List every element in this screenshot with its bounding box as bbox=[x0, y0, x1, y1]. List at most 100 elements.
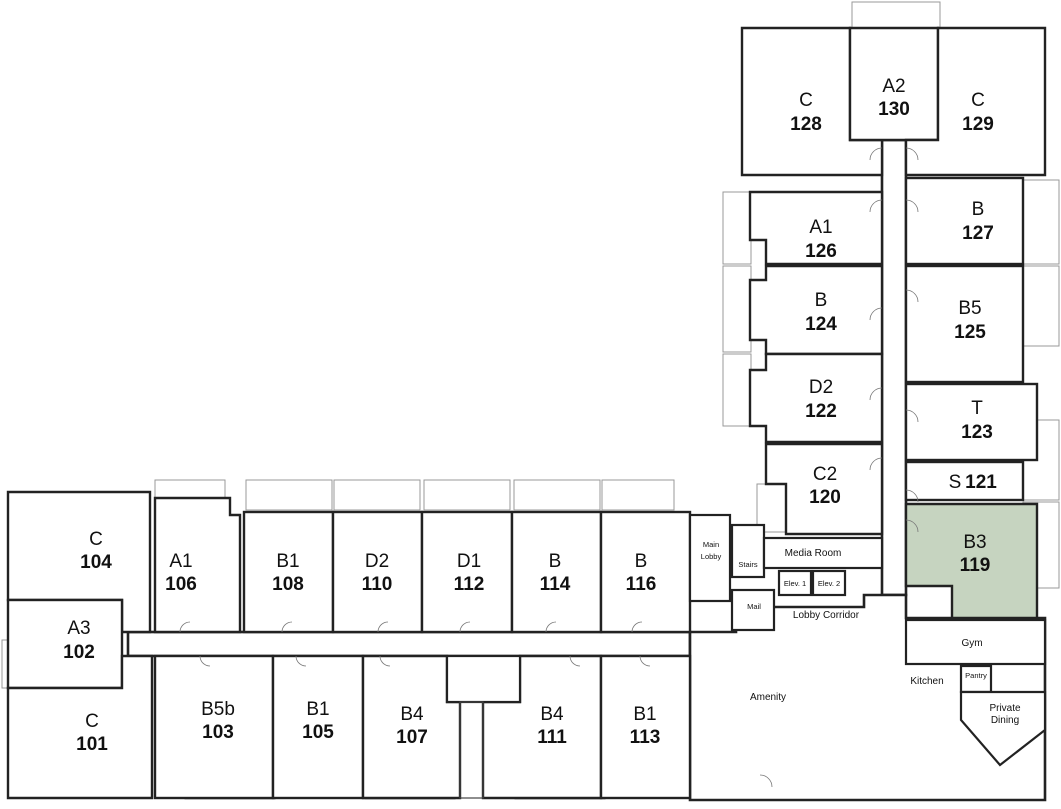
mail-room[interactable] bbox=[730, 588, 776, 632]
unit-130-type: A2 bbox=[882, 76, 905, 97]
unit-124[interactable] bbox=[748, 264, 884, 356]
unit-127-type: B bbox=[972, 199, 985, 220]
unit-107-number: 107 bbox=[396, 727, 428, 748]
unit-122-type: D2 bbox=[809, 377, 833, 398]
elev2-box[interactable] bbox=[811, 569, 847, 597]
unit-124-type: B bbox=[815, 290, 828, 311]
unit-108-number: 108 bbox=[272, 574, 304, 595]
unit-130-number: 130 bbox=[878, 99, 910, 120]
unit-128-type: C bbox=[799, 90, 813, 111]
unit-103[interactable] bbox=[153, 654, 275, 800]
main-lobby-label-2: Lobby bbox=[701, 552, 722, 561]
unit-122-number: 122 bbox=[805, 401, 837, 422]
unit-129[interactable] bbox=[904, 26, 1047, 177]
unit-105[interactable] bbox=[271, 654, 365, 800]
west-wing-south bbox=[6, 598, 692, 800]
unit-112[interactable] bbox=[420, 510, 514, 634]
unit-111-number: 111 bbox=[537, 727, 567, 748]
amenity-labels: Main Lobby Stairs Media Room Elev. 1 Ele… bbox=[701, 540, 1021, 726]
unit-120-type: C2 bbox=[813, 464, 837, 485]
pantry-label: Pantry bbox=[965, 671, 987, 680]
unit-101-number: 101 bbox=[76, 734, 108, 755]
unit-111-type: B4 bbox=[540, 704, 564, 725]
private-dining-label-2: Dining bbox=[991, 715, 1019, 726]
unit-114[interactable] bbox=[510, 510, 603, 634]
kitchen-label: Kitchen bbox=[910, 676, 943, 687]
main-lobby-room[interactable] bbox=[688, 513, 732, 603]
unit-112-type: D1 bbox=[457, 551, 481, 572]
unit-105-type: B1 bbox=[306, 699, 329, 720]
unit-113[interactable] bbox=[599, 654, 692, 800]
unit-121-number: 121 bbox=[965, 472, 997, 493]
unit-125-number: 125 bbox=[954, 322, 986, 343]
unit-101[interactable] bbox=[6, 654, 154, 800]
unit-106-number: 106 bbox=[165, 574, 197, 595]
unit-125[interactable] bbox=[904, 264, 1025, 384]
unit-108-type: B1 bbox=[276, 551, 299, 572]
unit-102-type: A3 bbox=[67, 618, 90, 639]
gym-room[interactable] bbox=[904, 618, 1047, 666]
unit-116-number: 116 bbox=[626, 574, 657, 595]
unit-126-number: 126 bbox=[805, 241, 837, 262]
unit-110-type: D2 bbox=[365, 551, 389, 572]
unit-102[interactable] bbox=[6, 598, 124, 690]
units bbox=[740, 26, 1047, 620]
unit-121-type: S bbox=[949, 472, 962, 493]
amenity-rooms bbox=[445, 513, 1047, 799]
unit-110[interactable] bbox=[331, 510, 424, 634]
unit-103-number: 103 bbox=[202, 722, 234, 743]
corridor-connector bbox=[445, 654, 522, 704]
private-dining-label-1: Private bbox=[989, 703, 1021, 714]
lobby-corridor-label: Lobby Corridor bbox=[793, 610, 860, 621]
unit-labels: C 128 A2 130 C 129 A1 126 B 127 B 124 B5… bbox=[63, 76, 997, 755]
unit-114-number: 114 bbox=[540, 574, 571, 595]
mail-label: Mail bbox=[747, 602, 761, 611]
elev2-label: Elev. 2 bbox=[818, 579, 840, 588]
pantry-room bbox=[959, 664, 993, 694]
unit-106[interactable] bbox=[153, 496, 242, 634]
unit-124-number: 124 bbox=[805, 314, 837, 335]
unit-104-type: C bbox=[89, 529, 103, 550]
unit-126-type: A1 bbox=[809, 217, 832, 238]
west-wing-north bbox=[6, 490, 692, 634]
unit-116[interactable] bbox=[599, 510, 692, 634]
unit-113-number: 113 bbox=[630, 727, 661, 748]
unit-101-type: C bbox=[85, 711, 99, 732]
unit-114-type: B bbox=[549, 551, 562, 572]
media-room-area[interactable] bbox=[762, 536, 884, 570]
unit-119-type: B3 bbox=[963, 532, 986, 553]
main-lobby-label-1: Main bbox=[703, 540, 719, 549]
unit-102-number: 102 bbox=[63, 642, 95, 663]
unit-122[interactable] bbox=[748, 352, 884, 444]
unit-121[interactable] bbox=[904, 460, 1025, 502]
unit-107-type: B4 bbox=[400, 704, 424, 725]
unit-120[interactable] bbox=[764, 442, 884, 536]
unit-129-number: 129 bbox=[962, 114, 994, 135]
unit-106-type: A1 bbox=[169, 551, 192, 572]
unit-126[interactable] bbox=[748, 190, 884, 266]
unit-128-number: 128 bbox=[790, 114, 822, 135]
unit-103-type: B5b bbox=[201, 699, 235, 720]
unit-105-number: 105 bbox=[302, 722, 334, 743]
amenity-label: Amenity bbox=[750, 692, 786, 703]
unit-110-number: 110 bbox=[362, 574, 393, 595]
stairs-room bbox=[730, 523, 766, 579]
unit-123-type: T bbox=[971, 398, 983, 419]
unit-127[interactable] bbox=[904, 176, 1025, 266]
door-arcs bbox=[179, 147, 919, 788]
unit-119[interactable] bbox=[904, 502, 1039, 620]
unit-120-number: 120 bbox=[809, 487, 841, 508]
unit-129-type: C bbox=[971, 90, 985, 111]
unit-123[interactable] bbox=[904, 382, 1039, 462]
elev1-label: Elev. 1 bbox=[784, 579, 806, 588]
unit-116-type: B bbox=[635, 551, 648, 572]
elev1-box[interactable] bbox=[777, 569, 813, 597]
stairs-label: Stairs bbox=[738, 560, 757, 569]
center-divider bbox=[459, 701, 484, 799]
unit-108[interactable] bbox=[242, 510, 335, 634]
unit-112-number: 112 bbox=[454, 574, 485, 595]
gym-label: Gym bbox=[961, 638, 982, 649]
unit-127-number: 127 bbox=[962, 223, 994, 244]
media-room-label: Media Room bbox=[785, 548, 842, 559]
private-dining-room[interactable] bbox=[959, 690, 1047, 767]
